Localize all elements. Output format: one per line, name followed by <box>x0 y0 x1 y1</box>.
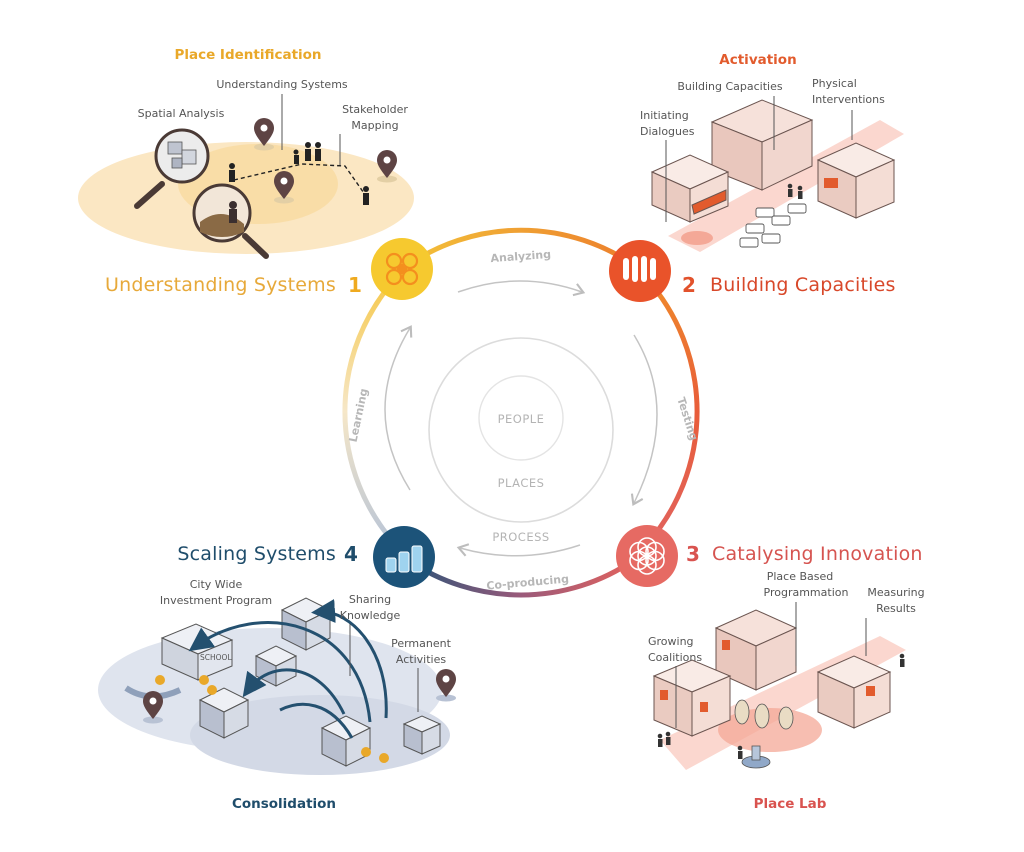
bars-icon <box>623 256 656 282</box>
stage-number-1: 1 <box>348 273 362 297</box>
label-spatial-analysis: Spatial Analysis <box>138 107 225 120</box>
map-pin-icon <box>377 150 397 183</box>
stage-number-2: 2 <box>682 273 696 297</box>
stage-number-4: 4 <box>344 542 358 566</box>
cycle-inner-arrows <box>384 280 658 557</box>
stage-node-building <box>609 240 671 302</box>
cycle-ring <box>342 227 700 598</box>
label-investment-program: Investment Program <box>160 594 272 607</box>
cars-icon <box>739 203 807 248</box>
label-sharing: Sharing <box>349 593 391 606</box>
ring-segment-learning <box>342 275 399 548</box>
core-people: PEOPLE <box>498 412 545 426</box>
core-circle-inner <box>478 375 564 461</box>
panel-activation: Activation <box>640 52 904 252</box>
people-icon <box>657 653 905 759</box>
network-line <box>233 163 367 197</box>
magnifier-icon <box>134 128 210 209</box>
tree-icon <box>155 675 389 763</box>
map-pin-icon <box>436 669 456 702</box>
plaza-spot <box>718 708 822 752</box>
label-interventions: Interventions <box>812 93 885 106</box>
panel-title-place-lab: Place Lab <box>754 796 827 812</box>
ring-segment-coproducing <box>405 557 637 598</box>
crosswalk-spot <box>681 231 713 245</box>
analyzing-arrow <box>457 280 586 297</box>
panel-title-place-identification: Place Identification <box>174 47 321 63</box>
flower-of-life-icon <box>629 537 665 575</box>
label-initiating: Initiating <box>640 109 689 122</box>
window-icon <box>660 640 875 712</box>
fountain-icon <box>741 745 771 769</box>
stage-title-building: Building Capacities <box>710 274 896 296</box>
core-places: PLACES <box>498 476 545 490</box>
ring-segment-analyzing <box>401 227 641 271</box>
label-coalitions: Coalitions <box>648 651 702 664</box>
testing-arrow <box>630 334 658 507</box>
map-pin-icon <box>143 691 163 724</box>
label-understanding-systems: Understanding Systems <box>216 78 348 91</box>
label-results: Results <box>876 602 916 615</box>
panel-title-consolidation: Consolidation <box>232 796 336 812</box>
label-place-based: Place Based <box>767 570 834 583</box>
label-dialogues: Dialogues <box>640 125 695 138</box>
cylinders-icon <box>385 545 423 573</box>
core-circle-outer <box>428 337 614 523</box>
map-pin-icon <box>254 118 274 151</box>
arc-label-learning: Learning <box>347 387 371 443</box>
label-permanent: Permanent <box>391 637 452 650</box>
flower-grid-icon <box>385 252 419 286</box>
building-icon <box>198 597 442 767</box>
magnifier-icon <box>192 183 269 259</box>
stage-node-scaling <box>373 526 435 588</box>
label-city-wide: City Wide <box>190 578 243 591</box>
people-icon <box>787 183 803 199</box>
label-programmation: Programmation <box>764 586 849 599</box>
label-mapping: Mapping <box>351 119 398 132</box>
ring-segment-testing <box>643 275 700 548</box>
label-activities: Activities <box>396 653 446 666</box>
school-sign: SCHOOL <box>200 653 232 662</box>
people-icon <box>229 142 369 205</box>
label-knowledge: Knowledge <box>340 609 401 622</box>
core-process: PROCESS <box>492 530 549 544</box>
label-physical: Physical <box>812 77 857 90</box>
stage-title-catalysing: Catalysing Innovation <box>712 543 923 565</box>
label-growing: Growing <box>648 635 694 648</box>
building-icon <box>650 154 730 223</box>
stage-number-3: 3 <box>686 542 700 566</box>
panel-place-lab: Place Based Programmation Measuring Resu… <box>648 570 925 812</box>
stage-circle-2 <box>609 240 671 302</box>
label-building-capacities: Building Capacities <box>677 80 783 93</box>
label-stakeholder: Stakeholder <box>342 103 408 116</box>
stage-title-scaling: Scaling Systems <box>177 543 336 565</box>
stage-node-understanding <box>371 238 433 300</box>
arc-label-analyzing: Analyzing <box>490 248 551 265</box>
tree-icon <box>734 699 794 730</box>
stage-title-understanding: Understanding Systems <box>105 274 336 296</box>
learning-arrow <box>384 325 413 491</box>
building-icon <box>816 142 896 219</box>
panel-title-activation: Activation <box>719 52 796 68</box>
panel-place-identification: Place Identification Understanding Syste… <box>78 47 414 259</box>
label-measuring: Measuring <box>867 586 924 599</box>
knowledge-arcs <box>188 599 388 739</box>
coproducing-arrow <box>456 543 581 557</box>
panel-consolidation: SCHOOL <box>98 578 456 812</box>
map-pin-icon <box>274 171 294 204</box>
stage-node-catalysing <box>616 525 678 587</box>
